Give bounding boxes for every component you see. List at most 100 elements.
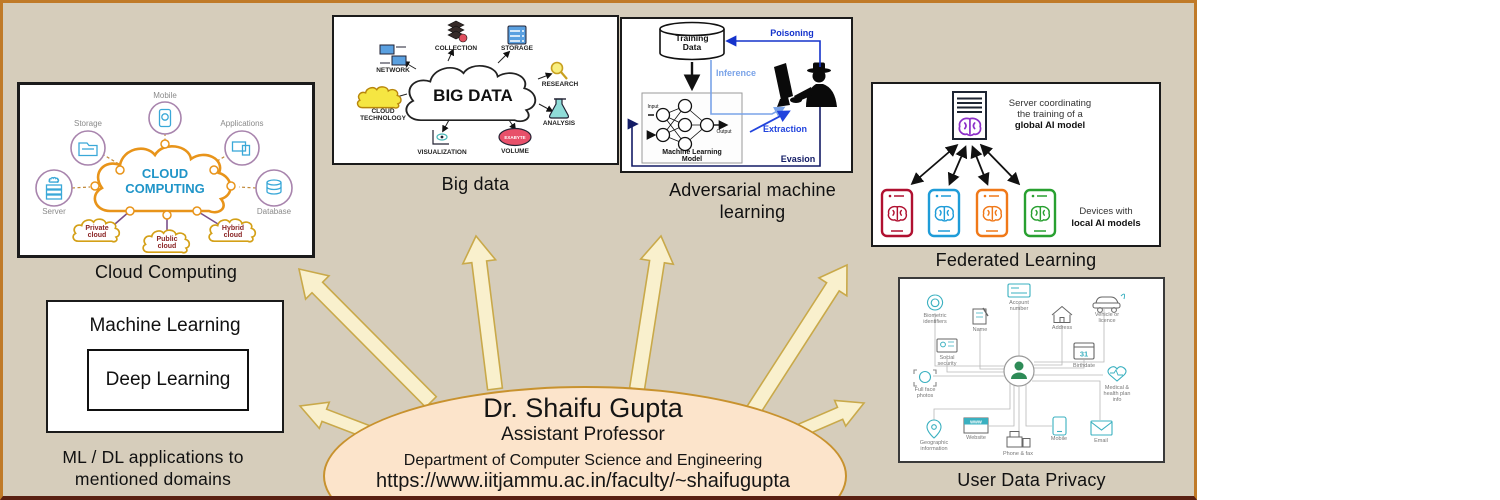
visualization-label: VISUALIZATION — [417, 149, 467, 156]
cloud-technology-label-1: CLOUD — [371, 108, 394, 115]
phone-fax-icon — [1006, 431, 1031, 448]
caption-ml-dl-line1: ML / DL applications to — [62, 447, 244, 467]
server-text-2: the training of a — [1017, 109, 1083, 120]
federated-learning-panel: Server coordinating the training of a gl… — [871, 82, 1161, 247]
training-data-label-2: Data — [683, 42, 702, 52]
birthdate-label: Birthdate — [1073, 363, 1095, 369]
evasion-arrow — [627, 107, 821, 167]
website-label: Website — [966, 435, 986, 441]
faculty-url: https://www.iitjammu.ac.in/faculty/~shai… — [375, 470, 791, 492]
ml-dl-panel: Machine Learning Deep Learning — [46, 300, 284, 433]
caption-big-data: Big data — [441, 174, 510, 194]
caption-cloud-computing: Cloud Computing — [94, 262, 238, 282]
department-name: Department of Computer Science and Engin… — [403, 452, 763, 469]
geographic-icon — [926, 419, 942, 439]
input-label: Input — [647, 104, 659, 110]
machine-learning-label: Machine Learning — [89, 315, 241, 336]
analysis-label: ANALYSIS — [543, 120, 576, 127]
person-name: Dr. Shaifu Gupta — [483, 393, 683, 423]
sync-arrows — [910, 143, 1021, 186]
face-photo-icon — [913, 369, 937, 387]
banner-text: Dr. Shaifu Gupta Assistant Professor Dep… — [333, 394, 833, 493]
storage-icon — [78, 142, 98, 157]
collection-label: COLLECTION — [435, 45, 478, 52]
attacker-icon — [774, 62, 837, 107]
devices-text-1: Devices with — [1079, 206, 1132, 217]
satellite-circles — [35, 101, 293, 207]
email-label: Email — [1094, 438, 1108, 444]
arrow-to-adversarial-ml — [628, 234, 675, 392]
caption-adversarial-line2: learning — [719, 202, 786, 222]
account-label-2: number — [1010, 306, 1029, 312]
cloud-knobs — [90, 139, 236, 220]
name-icon — [972, 307, 989, 325]
training-data-label-1: Training — [675, 33, 708, 43]
vehicle-label-1: Vehicle or — [1095, 312, 1119, 318]
server-text-1: Server coordinating — [1009, 98, 1091, 109]
deep-learning-label: Deep Learning — [105, 369, 231, 390]
device-phone-3 — [975, 188, 1009, 238]
caption-federated-learning: Federated Learning — [935, 250, 1097, 270]
storage-label: Storage — [74, 119, 103, 128]
cloud-computing-panel: CLOUD COMPUTING Mobile Storage — [17, 82, 315, 258]
public-cloud-label-2: cloud — [158, 243, 177, 250]
hybrid-cloud-label-2: cloud — [224, 232, 243, 239]
ml-model-label-2: Model — [682, 156, 702, 163]
adversarial-ml-panel: Training Data Input Output Ma — [620, 17, 853, 173]
address-label: Address — [1052, 325, 1072, 331]
applications-label: Applications — [220, 119, 263, 128]
research-icon — [550, 61, 568, 80]
input-arrows — [648, 114, 654, 135]
social-label-2: security — [938, 361, 957, 367]
privacy-connector-lines — [933, 302, 1105, 434]
geographic-label-1: Geographic — [920, 440, 949, 446]
person-title: Assistant Professor — [501, 424, 665, 445]
cloud-technology-icon — [356, 86, 402, 109]
user-icon — [1003, 355, 1035, 387]
vehicle-label-2: licence — [1098, 318, 1115, 324]
collection-icon — [447, 20, 468, 43]
cloud-word-1: CLOUD — [142, 166, 188, 181]
cloud-word-2: COMPUTING — [125, 181, 204, 196]
public-cloud-label-1: Public — [156, 236, 177, 243]
caption-adversarial-line1: Adversarial machine — [669, 180, 836, 200]
visualization-icon — [432, 130, 449, 145]
account-number-icon — [1007, 283, 1031, 298]
deep-learning-box: Deep Learning — [87, 349, 249, 411]
account-label-1: Account — [1009, 300, 1029, 306]
research-label: RESEARCH — [542, 81, 579, 88]
big-data-panel: BIG DATA — [332, 15, 619, 165]
output-label: Output — [716, 129, 732, 135]
phone-fax-label: Phone & fax — [1003, 451, 1033, 457]
extraction-arrow — [749, 110, 791, 133]
ml-model-label-1: Machine Learning — [662, 149, 722, 156]
www-label: www — [969, 419, 982, 425]
mobile-icon — [1052, 416, 1067, 436]
face-label-2: photos — [917, 393, 934, 399]
medical-label-1: Medical & — [1105, 385, 1129, 391]
medical-icon — [1107, 366, 1127, 382]
volume-badge: EXABYTE — [504, 135, 525, 140]
birthdate-day: 31 — [1080, 350, 1088, 359]
user-data-privacy-panel: 31 www Biometric identifiers Name Accoun… — [898, 277, 1165, 463]
caption-ml-dl: ML / DL applications to mentioned domain… — [23, 446, 283, 490]
social-security-icon — [936, 338, 958, 353]
private-cloud-label-1: Private — [85, 225, 108, 232]
caption-ml-dl-line2: mentioned domains — [74, 469, 232, 489]
ml-model-box: Input Output Machine Learning Model — [641, 92, 743, 164]
biometric-label-1: Biometric — [924, 313, 947, 319]
biometric-label-2: identifiers — [923, 319, 947, 325]
volume-icon: EXABYTE — [498, 127, 532, 147]
geographic-label-2: information — [920, 446, 947, 452]
server-text-3: global AI model — [1015, 120, 1085, 131]
address-icon — [1051, 305, 1073, 323]
database-label: Database — [257, 207, 292, 216]
server-icon — [952, 91, 987, 140]
network-label: NETWORK — [376, 67, 410, 74]
device-phone-1 — [880, 188, 914, 238]
device-phone-4 — [1023, 188, 1057, 238]
device-phone-2 — [927, 188, 961, 238]
poisoning-label: Poisoning — [770, 28, 814, 38]
arrow-to-big-data — [461, 234, 504, 391]
volume-label: VOLUME — [501, 148, 529, 155]
